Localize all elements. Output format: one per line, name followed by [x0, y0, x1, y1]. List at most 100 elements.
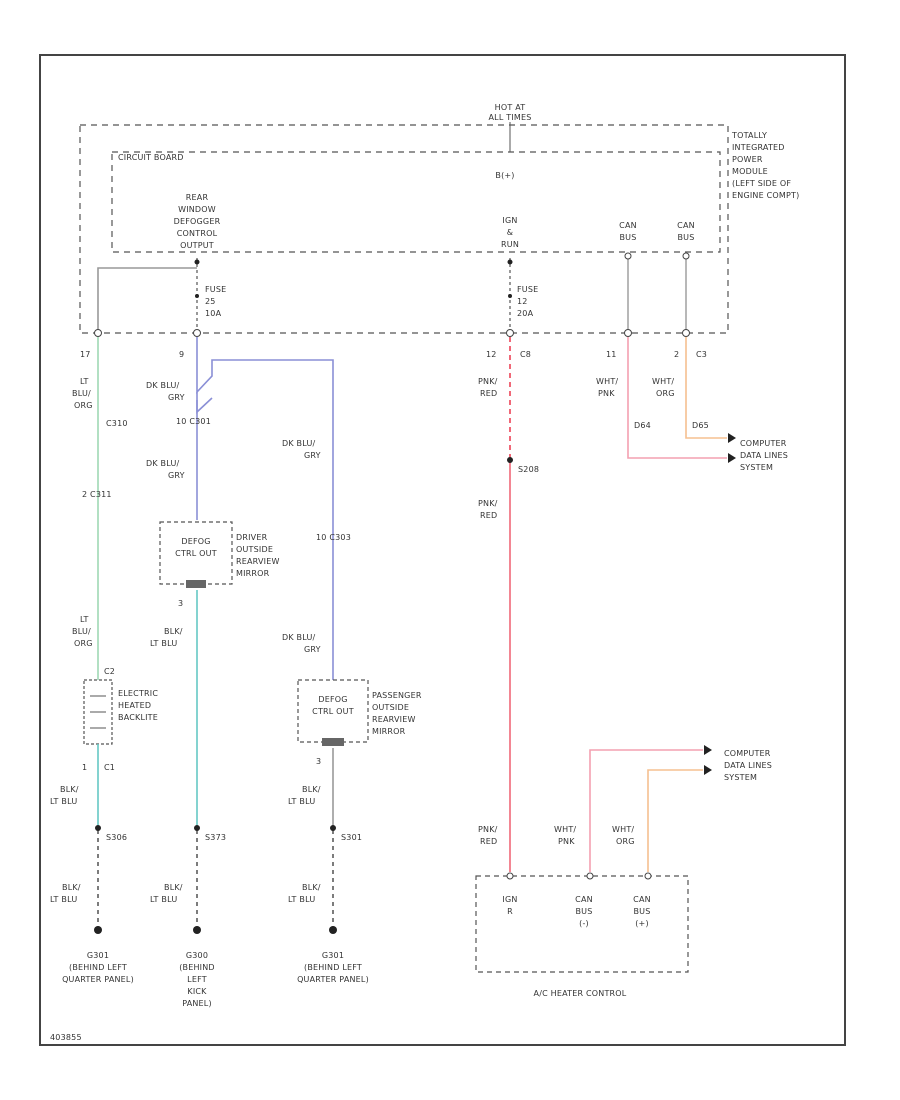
svg-text:BLK/: BLK/	[164, 883, 183, 892]
svg-text:OUTSIDE: OUTSIDE	[372, 703, 409, 712]
svg-text:WINDOW: WINDOW	[178, 205, 216, 214]
backlite-c2: C2	[104, 667, 115, 676]
pin-2-label: 2	[674, 350, 679, 359]
wire-wht-pnk-ac	[589, 749, 703, 872]
c8-label: C8	[520, 350, 531, 359]
svg-text:GRY: GRY	[304, 645, 321, 654]
wire-label-wht-pnk-2: WHT/ PNK	[554, 825, 576, 846]
wire-wht-org-tipm	[685, 337, 727, 439]
wire-label-lt-blu-org-2: LT BLU/ ORG	[72, 615, 92, 648]
s373-label: S373	[205, 833, 226, 842]
svg-text:DATA LINES: DATA LINES	[740, 451, 788, 460]
wire-label-wht-org-2: WHT/ ORG	[612, 825, 635, 846]
svg-text:DRIVER: DRIVER	[236, 533, 268, 542]
wire-dk-blu-gry-jog	[196, 397, 213, 414]
svg-text:G301: G301	[322, 951, 344, 960]
svg-text:FUSE: FUSE	[205, 285, 226, 294]
circuit-board-label: CIRCUIT BOARD	[118, 153, 184, 162]
s306-label: S306	[106, 833, 127, 842]
svg-text:WHT/: WHT/	[612, 825, 634, 834]
driver-mirror-inner: DEFOG CTRL OUT	[175, 537, 216, 558]
svg-text:FUSE: FUSE	[517, 285, 538, 294]
backlite-c1: C1	[104, 763, 115, 772]
svg-text:BLK/: BLK/	[302, 785, 321, 794]
svg-text:G300: G300	[186, 951, 208, 960]
ground-g2-label: G300 (BEHIND LEFT KICK PANEL)	[179, 951, 214, 1008]
svg-text:ORG: ORG	[616, 837, 635, 846]
svg-text:GRY: GRY	[168, 393, 185, 402]
svg-text:10A: 10A	[205, 309, 222, 318]
svg-text:QUARTER PANEL): QUARTER PANEL)	[297, 975, 369, 984]
svg-text:BLK/: BLK/	[60, 785, 79, 794]
passenger-mirror-label: PASSENGER OUTSIDE REARVIEW MIRROR	[372, 691, 422, 736]
svg-text:MIRROR: MIRROR	[372, 727, 406, 736]
svg-text:CAN: CAN	[633, 895, 651, 904]
svg-text:(+): (+)	[635, 919, 649, 928]
pin-9-label: 9	[179, 350, 184, 359]
pin-17-label: 17	[80, 350, 91, 359]
hot-label-2: ALL TIMES	[488, 113, 531, 122]
fuse-12-dot	[508, 294, 512, 298]
svg-text:BLU/: BLU/	[72, 627, 91, 636]
svg-text:RED: RED	[480, 837, 497, 846]
svg-text:PNK/: PNK/	[478, 825, 498, 834]
svg-text:25: 25	[205, 297, 216, 306]
svg-text:PNK: PNK	[598, 389, 615, 398]
svg-text:BACKLITE: BACKLITE	[118, 713, 158, 722]
svg-text:DK BLU/: DK BLU/	[282, 633, 316, 642]
driver-mirror-label: DRIVER OUTSIDE REARVIEW MIRROR	[236, 533, 279, 578]
svg-text:LT: LT	[80, 615, 89, 624]
c303-label: 10 C303	[316, 533, 351, 542]
svg-text:R: R	[507, 907, 513, 916]
svg-text:LT BLU: LT BLU	[150, 895, 177, 904]
ac-heater-control-box	[475, 875, 689, 973]
wire-label-blk-ltblu-1: BLK/ LT BLU	[50, 785, 79, 806]
svg-text:&: &	[507, 228, 513, 237]
pin-11-label: 11	[606, 350, 617, 359]
d64-label: D64	[634, 421, 651, 430]
svg-text:BLK/: BLK/	[62, 883, 81, 892]
svg-text:SYSTEM: SYSTEM	[740, 463, 773, 472]
ac-pin-label-can-pos: CAN BUS (+)	[633, 895, 651, 928]
c311-label: 2 C311	[82, 490, 112, 499]
svg-text:12: 12	[517, 297, 528, 306]
svg-text:GRY: GRY	[168, 471, 185, 480]
svg-text:CONTROL: CONTROL	[177, 229, 218, 238]
svg-text:DEFOGGER: DEFOGGER	[174, 217, 221, 226]
wire-label-dk-blu-gry-1: DK BLU/ GRY	[146, 381, 185, 402]
svg-text:ENGINE COMPT): ENGINE COMPT)	[732, 191, 799, 200]
svg-text:CAN: CAN	[575, 895, 593, 904]
svg-text:PNK/: PNK/	[478, 499, 498, 508]
svg-text:LT BLU: LT BLU	[288, 797, 315, 806]
svg-text:ORG: ORG	[656, 389, 675, 398]
svg-text:LEFT: LEFT	[187, 975, 207, 984]
svg-text:DEFOG: DEFOG	[181, 537, 210, 546]
wire-label-pnk-red-3: PNK/ RED	[478, 825, 498, 846]
svg-text:RED: RED	[480, 511, 497, 520]
svg-text:LT BLU: LT BLU	[50, 797, 77, 806]
pin-12-label: 12	[486, 350, 497, 359]
can-bus-label-2: CAN BUS	[677, 221, 694, 242]
circuit-board-boundary	[111, 151, 721, 253]
splice-s373	[194, 825, 200, 831]
svg-text:MODULE: MODULE	[732, 167, 768, 176]
wire-wht-pnk-tipm	[627, 337, 727, 459]
svg-text:BUS: BUS	[575, 907, 592, 916]
svg-text:POWER: POWER	[732, 155, 763, 164]
svg-text:TOTALLY: TOTALLY	[731, 131, 767, 140]
svg-text:WHT/: WHT/	[652, 377, 674, 386]
defog-output-dot	[194, 259, 200, 265]
svg-text:ORG: ORG	[74, 401, 93, 410]
splice-s301	[330, 825, 336, 831]
ign-run-dot	[507, 259, 513, 265]
ac-pin-label-ign: IGN R	[502, 895, 517, 916]
wire-label-blk-ltblu-6: BLK/ LT BLU	[288, 883, 321, 904]
backlite-pin: 1	[82, 763, 87, 772]
ac-heater-control-label: A/C HEATER CONTROL	[534, 989, 627, 998]
ac-pin-label-can-neg: CAN BUS (-)	[575, 895, 593, 928]
svg-text:(LEFT SIDE OF: (LEFT SIDE OF	[732, 179, 791, 188]
wire-label-blk-ltblu-2: BLK/ LT BLU	[50, 883, 81, 904]
arrow-computer-2a	[704, 745, 712, 755]
svg-text:(BEHIND LEFT: (BEHIND LEFT	[69, 963, 127, 972]
svg-text:LT: LT	[80, 377, 89, 386]
